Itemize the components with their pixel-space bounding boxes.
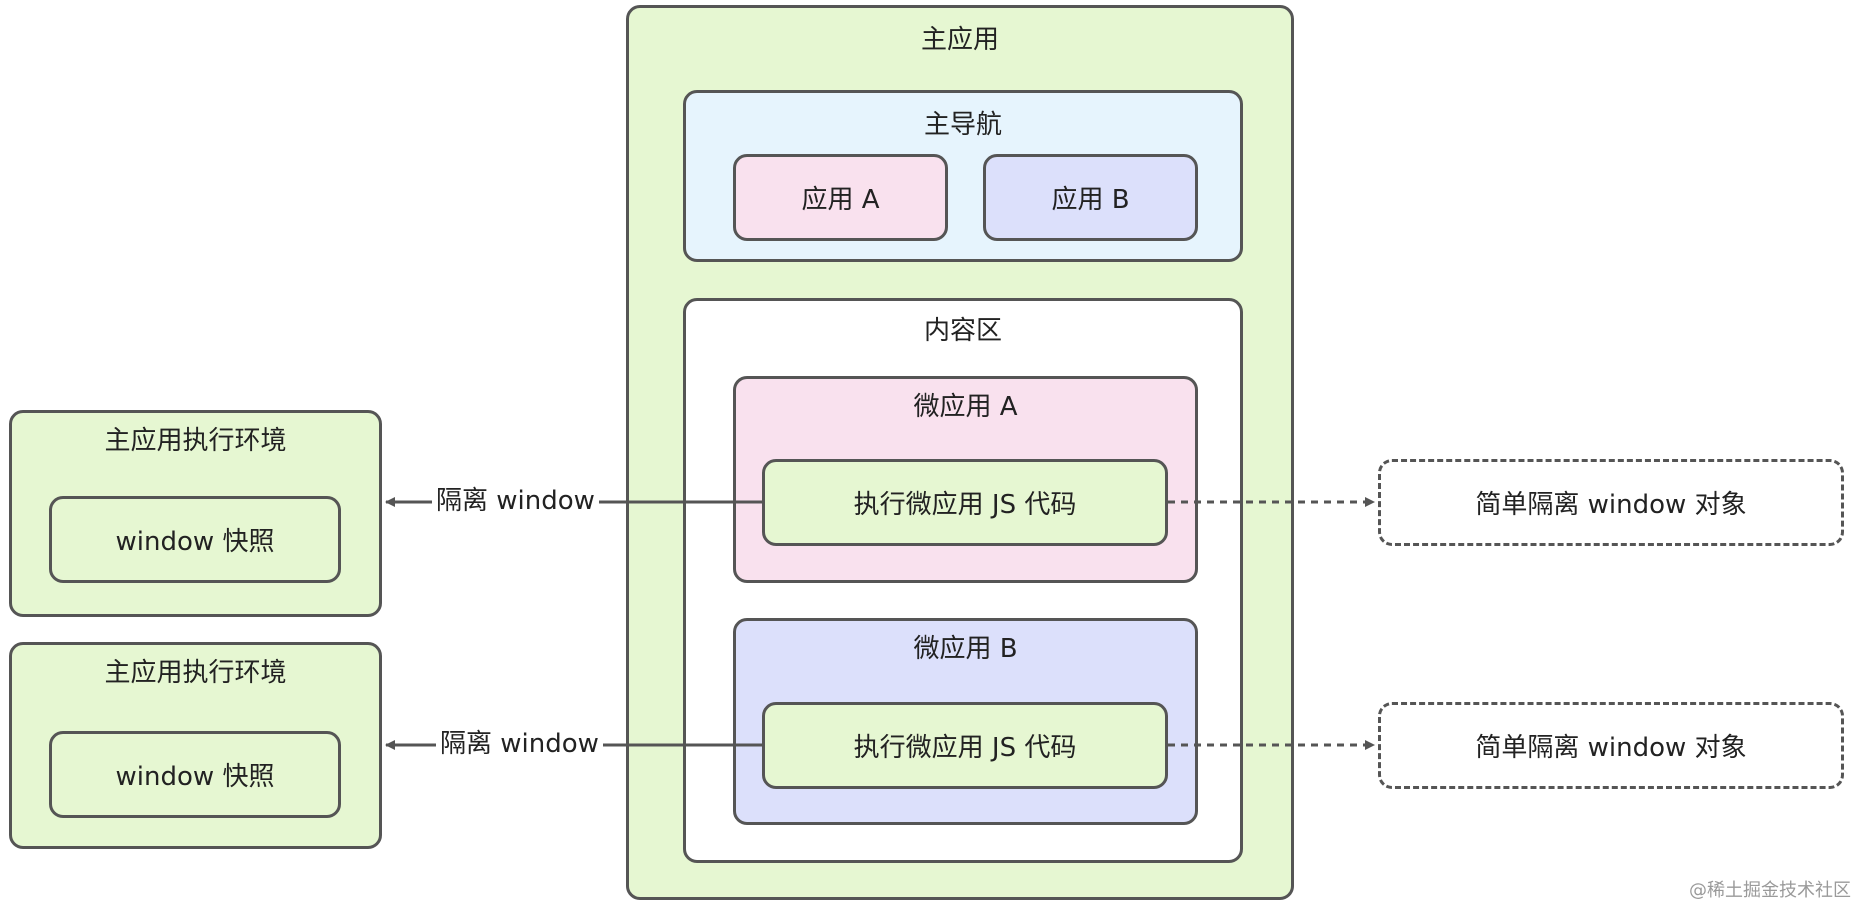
content-area-title: 内容区 [923, 316, 1002, 346]
main-app-title: 主应用 [920, 25, 999, 55]
nav-item-app-b-label: 应用 B [1051, 185, 1130, 215]
simple-isolation-1-label: 简单隔离 window 对象 [1475, 490, 1747, 520]
micro-app-b-title: 微应用 B [913, 634, 1018, 664]
nav-item-app-a-label: 应用 A [801, 185, 880, 215]
simple-isolation-2-label: 简单隔离 window 对象 [1475, 733, 1747, 763]
simple-isolation-1: 简单隔离 window 对象 [1378, 459, 1844, 546]
main-nav-title: 主导航 [923, 110, 1002, 140]
isolation-label-2: 隔离 window [436, 728, 603, 760]
window-snapshot-2: window 快照 [49, 731, 341, 818]
nav-item-app-a[interactable]: 应用 A [733, 154, 948, 241]
nav-item-app-b[interactable]: 应用 B [983, 154, 1198, 241]
micro-app-a-exec-label: 执行微应用 JS 代码 [853, 490, 1077, 520]
window-snapshot-1-label: window 快照 [115, 527, 275, 557]
isolation-label-1: 隔离 window [432, 485, 599, 517]
main-env-1-title: 主应用执行环境 [104, 426, 287, 456]
micro-app-a-title: 微应用 A [913, 392, 1018, 422]
micro-app-b-exec-label: 执行微应用 JS 代码 [853, 733, 1077, 763]
main-env-2-title: 主应用执行环境 [104, 658, 287, 688]
watermark: @稀土掘金技术社区 [1689, 880, 1851, 901]
window-snapshot-2-label: window 快照 [115, 762, 275, 792]
window-snapshot-1: window 快照 [49, 496, 341, 583]
simple-isolation-2: 简单隔离 window 对象 [1378, 702, 1844, 789]
micro-app-b-exec: 执行微应用 JS 代码 [762, 702, 1168, 789]
micro-app-a-exec: 执行微应用 JS 代码 [762, 459, 1168, 546]
